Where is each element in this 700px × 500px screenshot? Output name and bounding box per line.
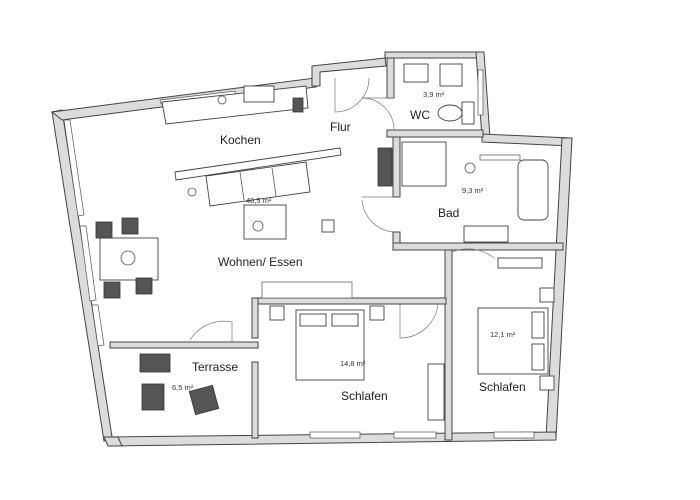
bath-fixtures	[377, 141, 549, 243]
plant-icon	[252, 220, 264, 232]
bedroom-2-furniture	[477, 257, 555, 391]
door-wc	[361, 97, 395, 131]
wall-bed2-left	[444, 249, 453, 441]
wall-bad-left	[392, 136, 401, 198]
pillow-2b	[531, 343, 545, 371]
door-bad	[361, 196, 394, 233]
window-left-2	[79, 225, 97, 302]
area-bad: 9,3 m²	[462, 186, 484, 195]
lamp-icon	[187, 187, 197, 197]
window-bed1	[309, 431, 361, 439]
wc-cabinet	[439, 63, 463, 87]
window-wc	[477, 69, 484, 116]
window-bed1b	[393, 431, 437, 439]
wall-corner	[103, 436, 123, 447]
nightstand-1b	[369, 305, 385, 321]
wc-sink	[403, 63, 429, 83]
chair-3	[103, 281, 121, 299]
terrace-furniture	[139, 353, 220, 416]
label-wohnen: Wohnen/ Essen	[218, 255, 303, 269]
side-table	[321, 219, 335, 233]
pillow-1a	[299, 313, 327, 327]
area-schlafen1: 14,8 m²	[340, 359, 366, 368]
terrace-table	[188, 384, 220, 416]
wall-wc-left	[386, 57, 395, 99]
area-terrasse: 6,5 m²	[172, 383, 194, 392]
wc-fixtures	[403, 63, 475, 125]
kitchen-furniture	[161, 85, 342, 181]
wall-bad-top-right	[481, 133, 571, 147]
wall-step	[311, 57, 387, 87]
nightstand-1a	[269, 305, 285, 321]
toilet-tank	[461, 101, 475, 125]
window-bad	[479, 154, 521, 161]
window-left-3	[91, 304, 105, 347]
stove-burner	[217, 95, 227, 105]
door-bed1	[399, 303, 439, 339]
label-flur: Flur	[330, 120, 351, 134]
wall-bed1-left2	[251, 361, 259, 439]
wall-bed1-top	[251, 297, 447, 305]
terrace-chair-2	[141, 383, 165, 411]
sink	[243, 85, 275, 103]
area-schlafen2: 12,1 m²	[490, 330, 516, 339]
door-flur	[334, 77, 370, 113]
wall-wc-bottom	[386, 129, 484, 138]
bathtub	[517, 159, 549, 221]
nightstand-2b	[539, 375, 555, 391]
dining-table	[99, 237, 159, 281]
window-terrace	[261, 281, 353, 299]
label-kochen: Kochen	[220, 133, 261, 147]
sofa	[205, 161, 311, 207]
wardrobe-1	[427, 363, 445, 421]
coffee-table	[243, 204, 287, 240]
label-bad: Bad	[438, 206, 459, 220]
bath-radiator	[377, 147, 393, 187]
kitchen-island	[174, 147, 342, 181]
label-wc: WC	[410, 108, 430, 122]
wall-wc-top	[384, 51, 481, 59]
window-bed2	[493, 431, 535, 439]
doors	[189, 77, 495, 342]
label-schlafen2: Schlafen	[479, 380, 526, 394]
chair-2	[121, 217, 139, 235]
pillow-2a	[531, 311, 545, 339]
label-schlafen1: Schlafen	[341, 389, 388, 403]
label-terrasse: Terrasse	[192, 360, 238, 374]
shelf-2	[497, 257, 543, 269]
pillow-1b	[331, 313, 359, 327]
kitchen-appliance	[292, 97, 304, 113]
bath-sink	[463, 225, 509, 243]
living-furniture	[95, 161, 335, 299]
table-decoration-icon	[120, 250, 136, 266]
terrace-chair-1	[139, 353, 171, 373]
wall-bed1-left	[251, 297, 259, 339]
toilet-bowl	[437, 104, 463, 122]
room-labels: Kochen Flur WC 3,9 m² Bad 9,3 m² 48,5 m²…	[172, 90, 526, 403]
wall-terrace-top	[109, 341, 259, 349]
door-terrace	[189, 320, 233, 342]
area-wc: 3,9 m²	[423, 90, 445, 99]
area-wohnen: 48,5 m²	[246, 196, 272, 205]
wall-bad-bottom	[392, 242, 564, 251]
bedroom-1-furniture	[269, 305, 445, 421]
bath-toilet	[464, 162, 476, 174]
door-bed2	[451, 248, 495, 259]
chair-1	[95, 221, 113, 239]
shower	[401, 141, 447, 187]
window-left-1	[63, 119, 85, 217]
nightstand-2a	[539, 287, 555, 303]
interior-walls	[109, 57, 564, 441]
chair-4	[135, 277, 153, 295]
